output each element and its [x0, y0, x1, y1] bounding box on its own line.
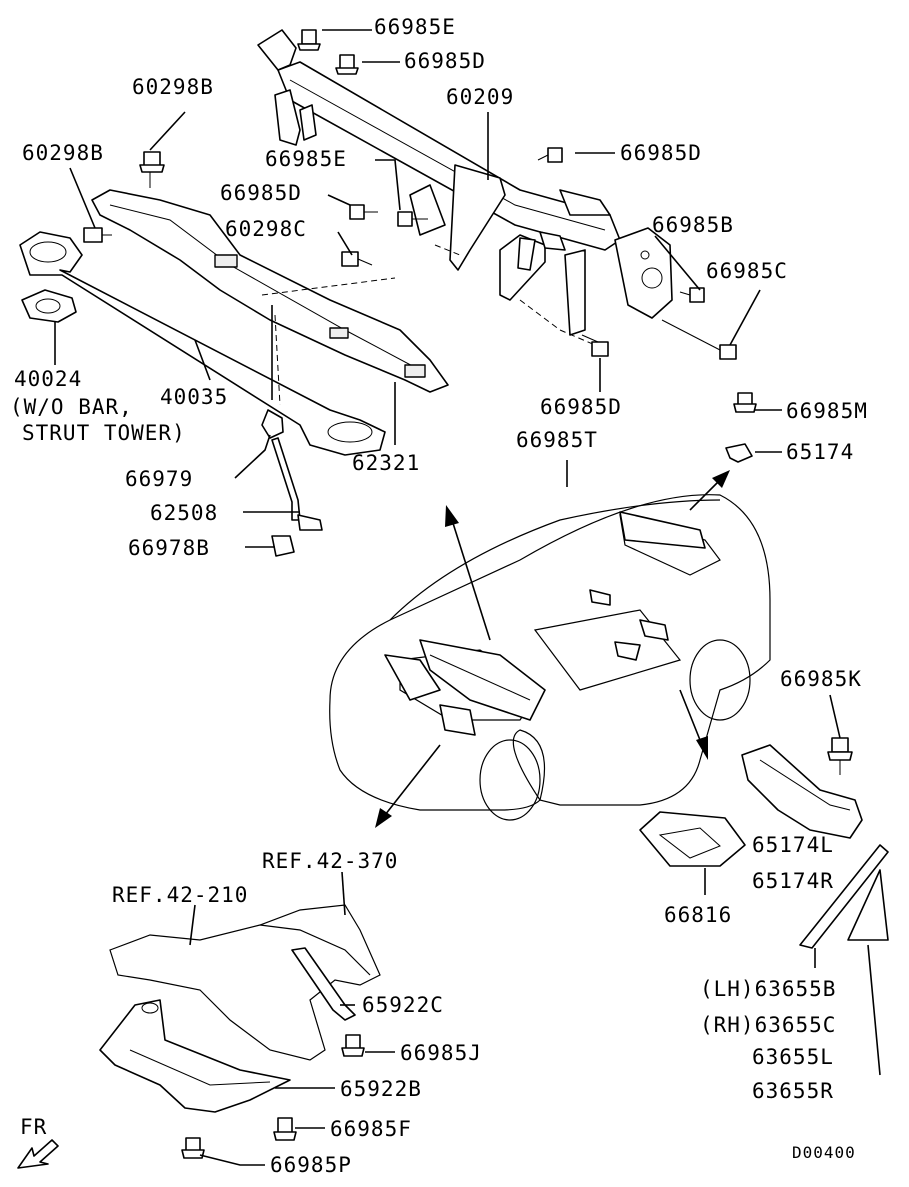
- label-60298C: 60298C: [225, 217, 307, 241]
- label-65174: 65174: [786, 440, 854, 464]
- label-66985D-low: 66985D: [540, 395, 622, 419]
- steering-support-beam-60209: [257, 29, 673, 346]
- label-65174R: 65174R: [752, 869, 834, 893]
- label-66985P: 66985P: [270, 1153, 352, 1177]
- crossmember-65922B: [99, 999, 291, 1113]
- label-66985E-mid: 66985E: [265, 147, 347, 171]
- label-66985C: 66985C: [706, 259, 788, 283]
- vehicle-outline: [329, 494, 771, 821]
- label-40024: 40024: [14, 367, 82, 391]
- bolt-icon: [83, 29, 737, 360]
- label-66979: 66979: [125, 467, 193, 491]
- label-66985K: 66985K: [780, 667, 862, 691]
- label-66985M: 66985M: [786, 399, 868, 423]
- crossmember-62321: [91, 189, 449, 393]
- label-66816: 66816: [664, 903, 732, 927]
- label-66985D-left: 66985D: [220, 181, 302, 205]
- label-63655B: (LH)63655B: [700, 977, 836, 1001]
- note-strut-tower: STRUT TOWER): [22, 421, 186, 445]
- bracket-65174L: [741, 737, 863, 839]
- bracket-65174: [725, 392, 757, 463]
- label-63655R: 63655R: [752, 1079, 834, 1103]
- label-65922B: 65922B: [340, 1077, 422, 1101]
- floor-reference-panel: [109, 904, 381, 1061]
- label-65922C: 65922C: [362, 993, 444, 1017]
- bracket-65922C: [291, 947, 356, 1021]
- label-62321: 62321: [352, 451, 420, 475]
- label-66985F: 66985F: [330, 1117, 412, 1141]
- label-66985B: 66985B: [652, 213, 734, 237]
- label-60209: 60209: [446, 85, 514, 109]
- label-ref-42-370: REF.42-370: [262, 849, 398, 873]
- label-65174L: 65174L: [752, 833, 834, 857]
- label-40035: 40035: [160, 385, 228, 409]
- part-labels: 66985E 66985D 60298B 60209 60298B 66985E…: [10, 15, 868, 1177]
- brace-62508: [261, 409, 323, 557]
- fr-arrow-icon: FR: [17, 1115, 59, 1169]
- label-60298B-a: 60298B: [132, 75, 214, 99]
- pad-66816: [639, 811, 746, 867]
- trim-63655: [799, 844, 889, 949]
- label-ref-42-210: REF.42-210: [112, 883, 248, 907]
- leader-lines: [54, 29, 881, 1166]
- note-wo-bar: (W/O BAR,: [10, 395, 133, 419]
- label-62508: 62508: [150, 501, 218, 525]
- label-63655C: (RH)63655C: [700, 1013, 836, 1037]
- label-66985E-top: 66985E: [374, 15, 456, 39]
- fr-label: FR: [20, 1115, 47, 1139]
- reference-arrows: [375, 470, 730, 828]
- label-66985T: 66985T: [516, 428, 598, 452]
- bolt-icon: [181, 1034, 365, 1159]
- label-63655L: 63655L: [752, 1045, 834, 1069]
- label-60298B-b: 60298B: [22, 141, 104, 165]
- plate-40024: [21, 289, 77, 323]
- diagram-id: D00400: [792, 1143, 856, 1162]
- label-66985D-right: 66985D: [620, 141, 702, 165]
- strut-tower-bar-40035: [19, 231, 386, 456]
- label-66978B: 66978B: [128, 536, 210, 560]
- car-internal-parts: [384, 511, 706, 736]
- label-66985J: 66985J: [400, 1041, 482, 1065]
- label-66985D-top: 66985D: [404, 49, 486, 73]
